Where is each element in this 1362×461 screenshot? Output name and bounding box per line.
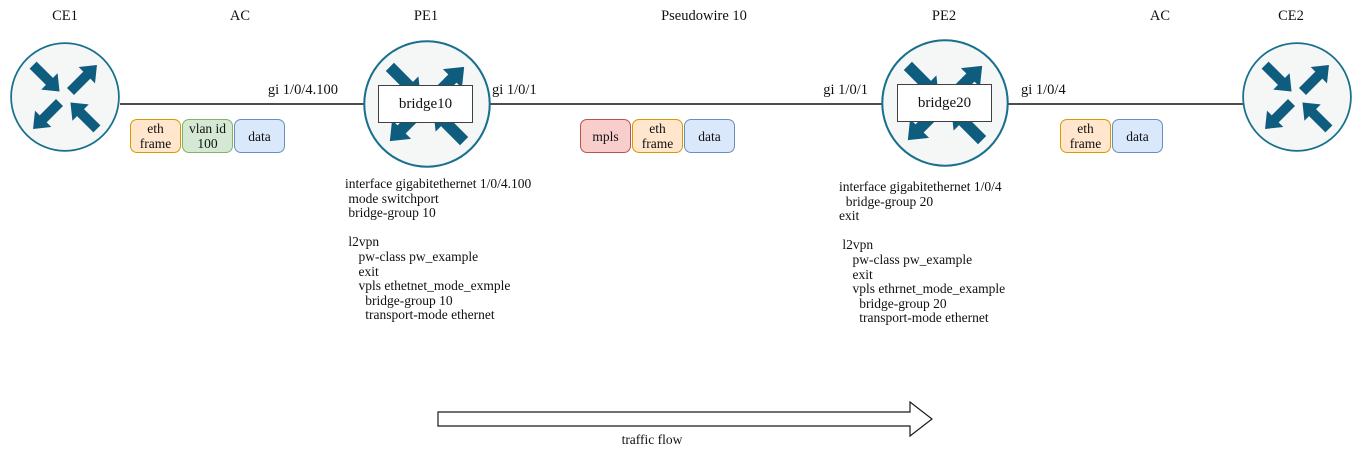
bridge20-label: bridge20 <box>917 94 972 111</box>
traffic-flow-label: traffic flow <box>621 432 683 447</box>
frame-data: data <box>234 119 285 153</box>
interface-label-pe2-gi-1-0-1: gi 1/0/1 <box>823 82 868 98</box>
router-icon <box>1242 42 1352 152</box>
label-ac-right: AC <box>1149 8 1171 24</box>
label-pe2: PE2 <box>931 8 957 24</box>
bridge20-box: bridge20 <box>897 84 992 122</box>
interface-label-gi-1-0-4-100: gi 1/0/4.100 <box>267 82 338 98</box>
frame-stack-ac-right: eth frame data <box>1060 119 1163 153</box>
link-ce1-pe1 <box>120 103 366 105</box>
traffic-flow-arrow <box>437 401 933 438</box>
label-ce1: CE1 <box>52 8 78 24</box>
bridge10-box: bridge10 <box>378 85 473 123</box>
label-pseudowire: Pseudowire 10 <box>661 8 747 24</box>
interface-label-gi-1-0-4: gi 1/0/4 <box>1021 82 1066 98</box>
node-ce1 <box>10 42 120 152</box>
pe1-config-text: interface gigabitethernet 1/0/4.100 mode… <box>345 176 532 323</box>
frame-mpls: mpls <box>580 119 631 153</box>
frame-data: data <box>1112 119 1163 153</box>
node-ce2 <box>1242 42 1352 152</box>
label-pe1: PE1 <box>413 8 439 24</box>
frame-stack-ac-left: eth frame vlan id 100 data <box>130 119 285 153</box>
interface-label-pe1-gi-1-0-1: gi 1/0/1 <box>492 82 537 98</box>
frame-eth: eth frame <box>130 119 181 153</box>
bridge10-label: bridge10 <box>398 95 453 112</box>
label-ce2: CE2 <box>1278 8 1304 24</box>
frame-vlan: vlan id 100 <box>182 119 233 153</box>
frame-stack-pseudowire: mpls eth frame data <box>580 119 735 153</box>
link-pe1-pe2 <box>490 103 882 105</box>
frame-eth: eth frame <box>1060 119 1111 153</box>
router-icon <box>10 42 120 152</box>
link-pe2-ce2 <box>1008 103 1248 105</box>
pe2-config-text: interface gigabitethernet 1/0/4 bridge-g… <box>839 179 1006 326</box>
frame-eth: eth frame <box>632 119 683 153</box>
frame-data: data <box>684 119 735 153</box>
label-ac-left: AC <box>229 8 251 24</box>
